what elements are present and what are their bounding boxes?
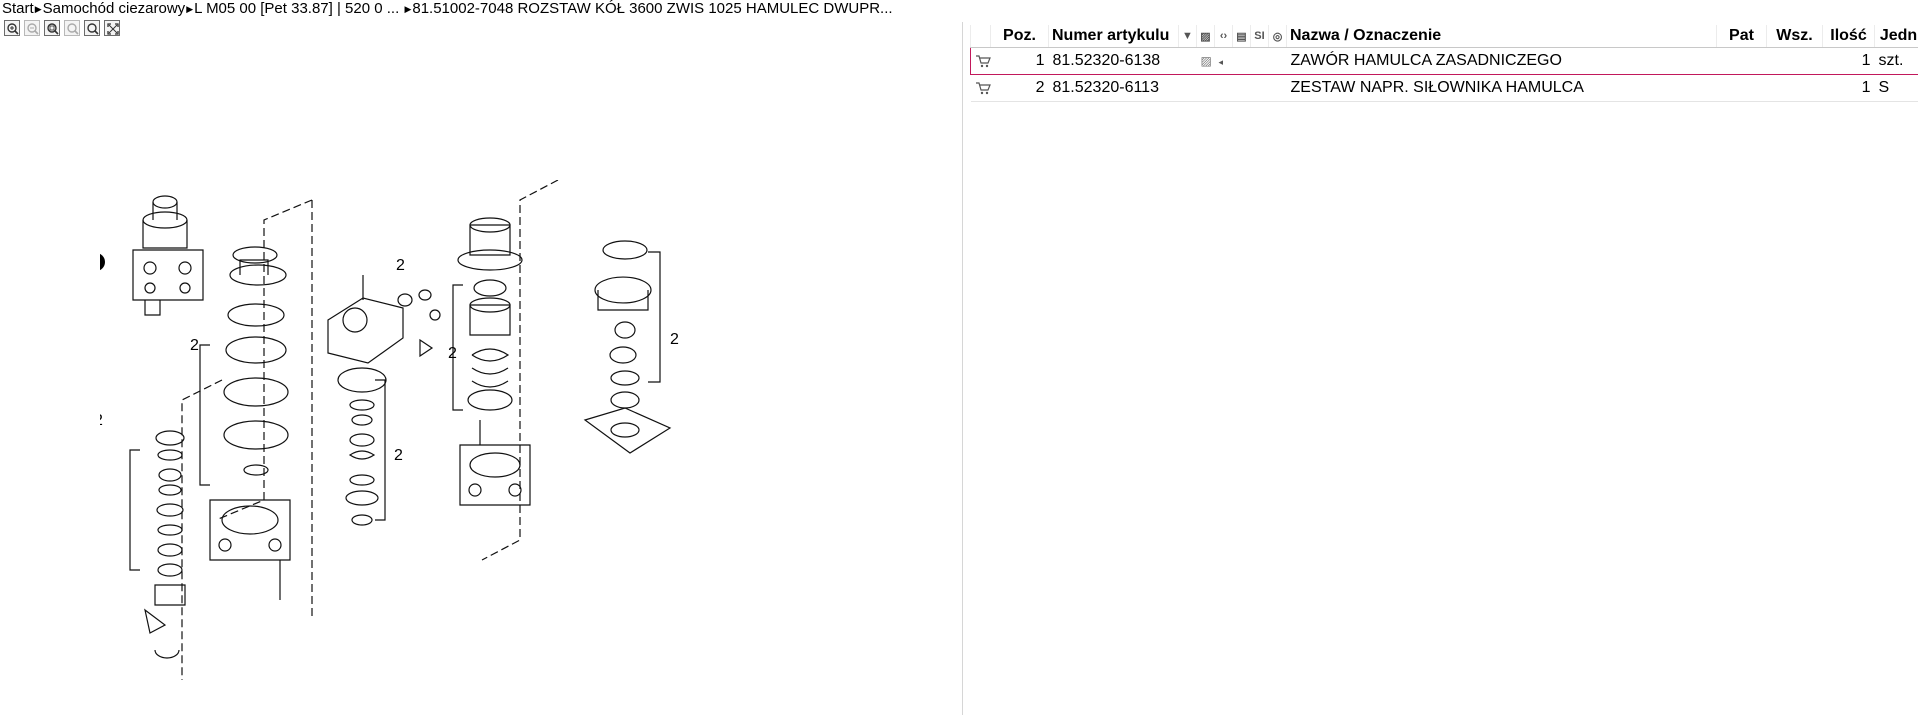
valve-body-drawing[interactable] (311, 200, 441, 620)
table-row[interactable]: 1 81.52320-6138 ▨ ◂ ZAWÓR HAMULCA ZASADN… (970, 47, 1918, 75)
diaphragm-stack-drawing[interactable] (199, 199, 313, 600)
fit-window-icon[interactable] (104, 20, 120, 36)
header-jedn[interactable]: Jedn. (1874, 25, 1918, 48)
breadcrumb: Start▶Samochód ciezarowy▶L M05 00 [Pet 3… (2, 0, 962, 18)
table-row[interactable]: 2 81.52320-6113 ZESTAW NAPR. SIŁOWNIKA H… (970, 74, 1918, 102)
add-to-cart-icon[interactable] (970, 47, 991, 75)
header-poz[interactable]: Poz. (990, 25, 1049, 48)
header-wsz[interactable]: Wsz. (1766, 25, 1823, 48)
breadcrumb-separator-icon: ▶ (34, 4, 42, 14)
filter-icon[interactable]: ▼ (1178, 25, 1197, 48)
breadcrumb-separator-icon: ▶ (186, 4, 194, 14)
breadcrumb-part: 81.51002-7048 ROZSTAW KÓŁ 3600 ZWIS 1025… (412, 0, 893, 17)
image-icon[interactable]: ▨ (1196, 25, 1215, 48)
cell-nazwa: ZAWÓR HAMULCA ZASADNICZEGO (1286, 47, 1717, 75)
cell-nazwa: ZESTAW NAPR. SIŁOWNIKA HAMULCA (1286, 74, 1717, 102)
cell-numer[interactable]: 81.52320-6113 (1048, 74, 1179, 102)
breadcrumb-start[interactable]: Start (2, 0, 34, 17)
label-callout-2: 2 (100, 412, 103, 429)
header-nazwa[interactable]: Nazwa / Oznaczenie (1286, 25, 1717, 48)
exploded-parts-diagram[interactable]: 1 2 2 2 2 2 2 (100, 180, 860, 690)
breadcrumb-model[interactable]: L M05 00 [Pet 33.87] | 520 0 ... (194, 0, 400, 17)
parts-table: Poz. Numer artykulu ▼ ▨ ‹› ▤ SI ◎ Nazwa … (970, 25, 1918, 102)
pane-splitter[interactable] (962, 22, 963, 715)
label-callout-2: 2 (396, 257, 405, 274)
cell-poz: 2 (990, 74, 1049, 102)
header-si[interactable]: SI (1250, 25, 1269, 48)
label-callout-2: 2 (394, 447, 403, 464)
cover-kit-drawing[interactable] (583, 240, 672, 454)
label-callout-2: 2 (670, 331, 679, 348)
add-to-cart-icon[interactable] (970, 74, 991, 102)
zoom-out-icon[interactable] (24, 20, 40, 36)
arrow-left-icon[interactable]: ◂ (1214, 47, 1233, 75)
relay-piston-drawing[interactable] (452, 180, 559, 561)
image-icon[interactable]: ▨ (1196, 47, 1215, 75)
header-ilosc[interactable]: Ilość (1822, 25, 1875, 48)
zoom-previous-icon[interactable] (64, 20, 80, 36)
header-numer[interactable]: Numer artykulu (1048, 25, 1179, 48)
left-seal-kit-drawing[interactable] (129, 379, 223, 680)
zoom-in-icon[interactable] (4, 20, 20, 36)
cell-jedn: S (1874, 74, 1918, 102)
header-pat[interactable]: Pat (1716, 25, 1767, 48)
table-header: Poz. Numer artykulu ▼ ▨ ‹› ▤ SI ◎ Nazwa … (970, 25, 1918, 48)
info-icon[interactable]: ◎ (1268, 25, 1287, 48)
breadcrumb-separator-icon: ▶ (404, 4, 412, 14)
label-callout-2: 2 (448, 345, 457, 362)
cell-pat (1716, 47, 1767, 75)
cell-wsz (1766, 47, 1823, 75)
label-callout-2: 2 (190, 337, 199, 354)
document-icon[interactable]: ▤ (1232, 25, 1251, 48)
cell-ilosc: 1 (1822, 47, 1875, 75)
breadcrumb-vehicle[interactable]: Samochód ciezarowy (42, 0, 186, 17)
cell-wsz (1766, 74, 1823, 102)
cell-pat (1716, 74, 1767, 102)
cell-jedn: szt. (1874, 47, 1918, 75)
header-cart (970, 25, 991, 48)
cell-numer[interactable]: 81.52320-6138 (1048, 47, 1179, 75)
zoom-rect-icon[interactable] (44, 20, 60, 36)
zoom-reset-icon[interactable] (84, 20, 100, 36)
diagram-toolbar (4, 20, 120, 38)
code-icon[interactable]: ‹› (1214, 25, 1233, 48)
brake-valve-assembly-drawing[interactable] (132, 195, 204, 316)
cell-ilosc: 1 (1822, 74, 1875, 102)
cell-poz: 1 (990, 47, 1049, 75)
